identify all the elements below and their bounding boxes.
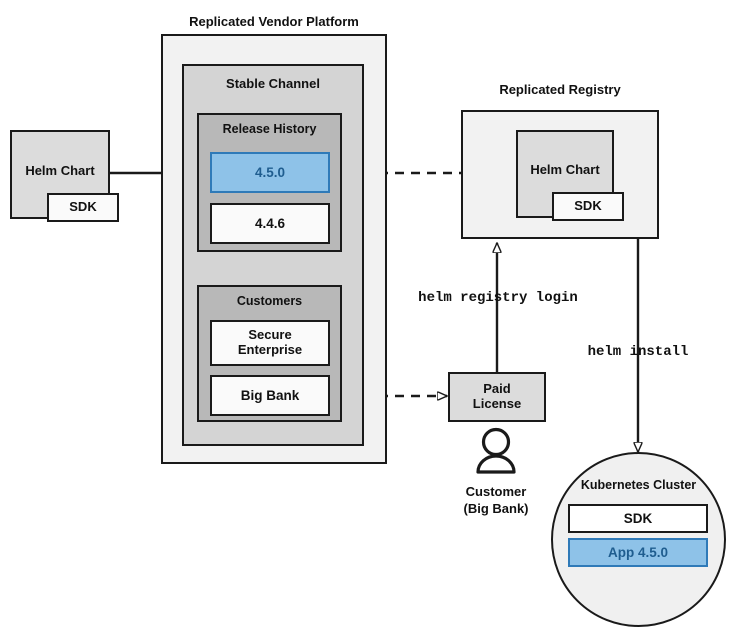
customer-actor-label: Customer (Big Bank) (436, 484, 556, 518)
release-4-5-0-label: 4.5.0 (254, 164, 286, 180)
customer-actor-line1: Customer (465, 484, 527, 499)
release-4-4-6-box[interactable]: 4.4.6 (210, 203, 330, 244)
cluster-sdk-label: SDK (623, 510, 653, 526)
source-sdk-box[interactable]: SDK (47, 193, 119, 222)
customer-actor-line2: (Big Bank) (463, 500, 529, 516)
registry-sdk-box[interactable]: SDK (552, 192, 624, 221)
helm-install-label: helm install (587, 344, 689, 360)
cluster-app-label: App 4.5.0 (607, 544, 669, 560)
source-helm-chart-label: Helm Chart (25, 163, 95, 178)
registry-helm-chart-label: Helm Chart (530, 162, 600, 177)
registry-sdk-label: SDK (574, 198, 602, 214)
release-4-5-0-box[interactable]: 4.5.0 (210, 152, 330, 193)
release-history-title: Release History (222, 122, 317, 136)
cluster-app-box[interactable]: App 4.5.0 (568, 538, 708, 567)
customer-secure-enterprise-label: Secure Enterprise (237, 327, 303, 357)
stable-channel-title: Stable Channel (226, 76, 320, 91)
source-sdk-label: SDK (69, 199, 97, 215)
customer-secure-enterprise-box[interactable]: Secure Enterprise (210, 320, 330, 366)
registry-title: Replicated Registry (499, 82, 621, 97)
customers-title: Customers (236, 294, 303, 308)
helm-registry-login-label: helm registry login (418, 290, 578, 306)
paid-license-label: Paid License (472, 381, 522, 411)
paid-license-box[interactable]: Paid License (448, 372, 546, 422)
release-4-4-6-label: 4.4.6 (254, 215, 286, 231)
customer-big-bank-label: Big Bank (240, 387, 300, 403)
customer-big-bank-box[interactable]: Big Bank (210, 375, 330, 416)
person-icon (476, 427, 516, 474)
vendor-platform-title: Replicated Vendor Platform (189, 14, 359, 29)
kubernetes-cluster-title: Kubernetes Cluster (580, 478, 697, 492)
cluster-sdk-box[interactable]: SDK (568, 504, 708, 533)
